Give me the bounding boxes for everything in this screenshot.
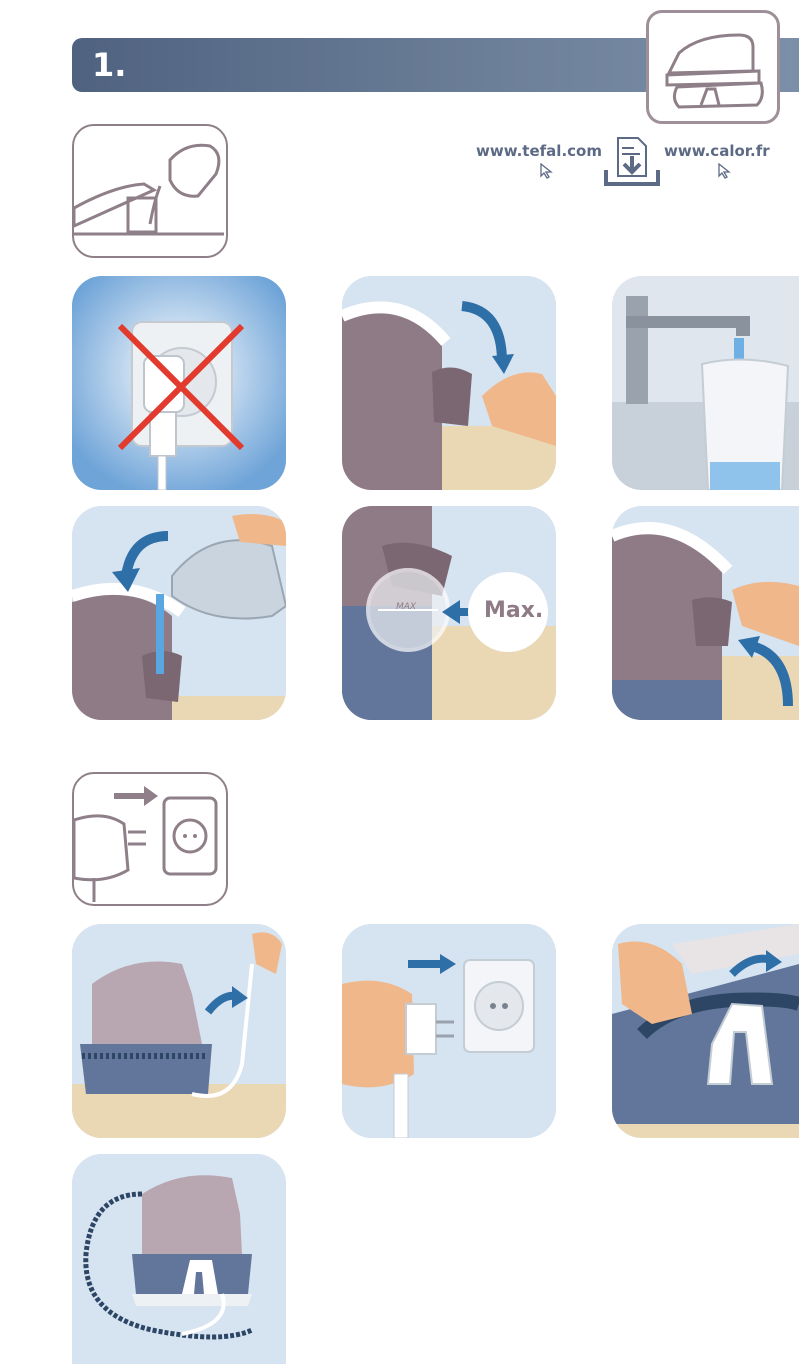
panel-release-cord-holder xyxy=(612,924,799,1138)
download-document-icon xyxy=(604,136,660,192)
panel-open-cap xyxy=(342,276,556,490)
tefal-link[interactable]: www.tefal.com xyxy=(476,142,602,160)
panel-pour-water xyxy=(72,506,286,720)
calor-link[interactable]: www.calor.fr xyxy=(664,142,770,160)
plug-in-icon xyxy=(72,772,228,906)
panel-close-cap xyxy=(612,506,799,720)
cursor-icon xyxy=(540,163,554,183)
panel-plug-in xyxy=(342,924,556,1138)
fill-water-icon xyxy=(72,124,228,258)
max-marking-label: MAX xyxy=(396,602,416,612)
panel-unwind-cord xyxy=(72,924,286,1138)
panel-unplugged-warning xyxy=(72,276,286,490)
cursor-icon xyxy=(718,163,732,183)
panel-fill-jug-at-tap xyxy=(612,276,799,490)
max-callout-label: Max. xyxy=(484,598,543,623)
step-number: 1. xyxy=(92,40,126,90)
panel-cord-released xyxy=(72,1154,286,1364)
steam-iron-badge-icon xyxy=(646,10,780,124)
